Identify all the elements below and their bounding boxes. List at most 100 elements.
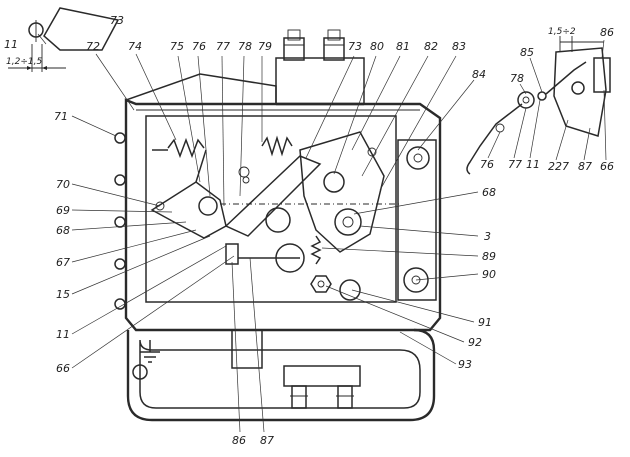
leader-68b	[353, 191, 479, 215]
leader-3	[359, 225, 479, 237]
spring-79	[261, 135, 293, 157]
pin-79	[238, 166, 250, 178]
label-85: 85	[520, 46, 534, 59]
dim-arrow-left	[27, 66, 32, 70]
label-74: 74	[128, 40, 142, 53]
leader-82	[361, 55, 429, 177]
label-71: 71	[54, 110, 68, 123]
boss-right-top	[406, 146, 430, 170]
post-right-cap	[327, 29, 341, 41]
detail-part-73	[43, 7, 120, 51]
leader-91	[351, 289, 475, 323]
leader-93	[399, 331, 457, 365]
label-73: 73	[110, 14, 124, 27]
lower-handle	[126, 328, 436, 422]
leader-81	[351, 55, 401, 151]
nut-92	[310, 275, 332, 293]
label-76b: 76	[480, 158, 494, 171]
spring-89	[310, 235, 322, 265]
boss-right-bottom-hole	[411, 275, 421, 285]
boss-right-bottom	[403, 267, 429, 293]
label-91: 91	[478, 316, 492, 329]
label-69: 69	[56, 204, 70, 217]
label-80: 80	[370, 40, 384, 53]
label-81: 81	[396, 40, 410, 53]
label-227: 227	[548, 160, 569, 173]
main-housing	[114, 73, 442, 332]
label-67: 67	[56, 256, 70, 269]
leader-68	[71, 221, 187, 231]
label-87b: 87	[578, 160, 592, 173]
housing-inner-panel	[145, 115, 397, 303]
cam-roller-hole	[342, 216, 354, 228]
lever-69	[150, 181, 227, 239]
leader-11c	[529, 99, 541, 159]
leader-66b	[603, 89, 607, 161]
hole-b	[367, 147, 377, 157]
bolt-left-4	[114, 258, 126, 270]
internal-mechanism	[150, 131, 400, 301]
label-70: 70	[56, 178, 70, 191]
leader-70	[71, 183, 161, 207]
leader-87b	[583, 127, 591, 161]
housing-top-cover	[125, 73, 277, 104]
label-dim2: 1,5÷2	[548, 27, 576, 37]
cam-pivot-80	[323, 171, 345, 193]
label-11b: 11	[56, 328, 70, 341]
link-78	[224, 155, 322, 237]
leader-72	[95, 53, 135, 111]
detail-part-86-87	[553, 47, 607, 137]
label-86b: 86	[600, 26, 614, 39]
label-77b: 77	[508, 158, 522, 171]
bolt-left-3	[114, 216, 126, 228]
nut-92-hole	[317, 280, 325, 288]
spring-74	[167, 137, 205, 159]
label-dim1: 1,2÷1,5	[6, 57, 42, 67]
detail-spring-wire	[466, 103, 523, 175]
bolt-left-1	[114, 132, 126, 144]
detail-ball-76	[495, 123, 505, 133]
label-93: 93	[458, 358, 472, 371]
disc-91	[339, 279, 361, 301]
bottom-post-right	[337, 385, 353, 409]
label-86a: 86	[232, 434, 246, 447]
detail-inset-left	[8, 7, 120, 72]
leader-75	[177, 55, 201, 183]
label-83: 83	[452, 40, 466, 53]
leader-78b	[519, 83, 527, 95]
leader-73b	[305, 55, 355, 159]
terminal-post-right	[323, 37, 345, 61]
bolt-left-2	[114, 174, 126, 186]
detail-pin-85	[537, 91, 547, 101]
leader-15	[71, 235, 211, 295]
label-11a: 11	[4, 38, 18, 51]
leader-11a	[37, 33, 47, 45]
leader-84	[417, 79, 475, 151]
leader-227	[555, 119, 569, 161]
label-76a: 76	[192, 40, 206, 53]
label-72: 72	[86, 40, 100, 53]
leader-11	[71, 245, 227, 335]
leader-78	[239, 55, 245, 197]
lever-pin-70	[155, 201, 165, 211]
lever-pivot-76	[198, 196, 218, 216]
leader-86	[231, 261, 241, 433]
leader-71	[71, 115, 117, 137]
leader-lines	[37, 33, 479, 433]
leader-80	[333, 55, 377, 175]
leader-83	[379, 55, 457, 191]
cam-roller-3	[334, 208, 362, 236]
handle-inner	[139, 339, 421, 409]
label-68a: 68	[56, 224, 70, 237]
ground-bolt	[132, 364, 148, 380]
leader-87	[249, 257, 265, 433]
label-68b: 68	[482, 186, 496, 199]
label-82: 82	[424, 40, 438, 53]
label-11c: 11	[526, 158, 540, 171]
housing-outer-frame	[124, 98, 442, 332]
label-15: 15	[56, 288, 70, 301]
label-66a: 66	[56, 362, 70, 375]
label-90: 90	[482, 268, 496, 281]
post-left-cap	[287, 29, 301, 41]
